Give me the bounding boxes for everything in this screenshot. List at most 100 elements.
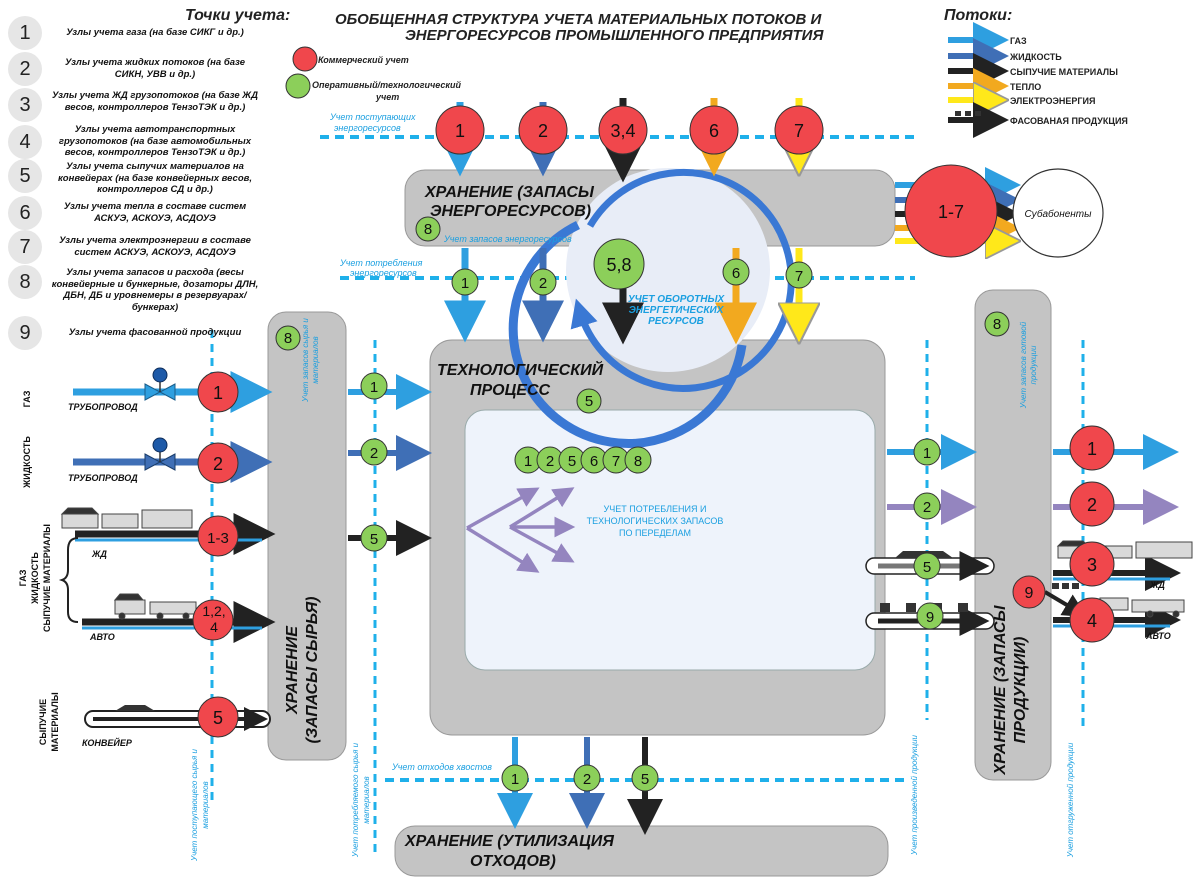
- point-5: 5 Узлы учета сыпучих материалов на конве…: [8, 159, 258, 199]
- input-mixed-label-2: ЖИДКОСТЬ: [30, 552, 40, 605]
- pipeline-liquid-label: ТРУБОПРОВОД: [68, 473, 138, 483]
- consumed-raw-label-1: Учет потребляемого сырья и: [351, 742, 360, 858]
- node-gw5: [631, 764, 659, 792]
- product-storage-box: [974, 289, 1052, 781]
- flow-label-gas: ГАЗ: [1010, 36, 1027, 46]
- label-gr5: 5: [370, 531, 378, 548]
- inner-label-3: ПО ПЕРЕДЕЛАМ: [619, 528, 691, 538]
- shipped-label: Учет отгруженной продукции: [1066, 742, 1075, 858]
- label-l124b: 4: [210, 619, 218, 635]
- label-gw5: 5: [641, 771, 649, 788]
- label-gr1: 1: [370, 379, 378, 396]
- node-gw1: [501, 764, 529, 792]
- legend-commercial-dot: [292, 46, 318, 72]
- conveyor-label: КОНВЕЙЕР: [82, 737, 133, 748]
- energy-stock-label: Учет запасов энергоресурсов: [443, 234, 572, 244]
- node-gw2: [573, 764, 601, 792]
- label-in-row-5: 8: [634, 453, 642, 470]
- point-2-text: Узлы учета жидких потоков (на базе СИКН,…: [65, 57, 245, 80]
- waste-storage-title-2: ОТХОДОВ): [470, 853, 556, 870]
- label-l5: 5: [213, 708, 223, 728]
- node-go5: [913, 552, 941, 580]
- label-g8e: 8: [424, 221, 432, 238]
- operational-nodes: [275, 73, 1010, 792]
- raw-stock-label-1: Учет запасов сырья и: [301, 318, 310, 403]
- flow-label-liquid: ЖИДКОСТЬ: [1009, 52, 1062, 62]
- energy-storage-title-2: ЭНЕРГОРЕСУРСОВ): [430, 203, 591, 220]
- output-rail-label: ЖД: [1149, 580, 1165, 590]
- truck-icon-left: [113, 593, 197, 620]
- node-l124: [192, 599, 234, 641]
- inner-process-box: [464, 409, 876, 671]
- point-3-number: 3: [8, 88, 42, 122]
- flow-label-packed: ФАСОВАНАЯ ПРОДУКЦИЯ: [1010, 116, 1128, 126]
- product-stock-label-2: продукции: [1029, 345, 1038, 384]
- commercial-nodes: [192, 46, 1115, 738]
- input-gas-label: ГАЗ: [22, 390, 32, 407]
- label-go9: 9: [926, 609, 934, 626]
- label-g2e: 2: [539, 275, 547, 292]
- subscribers-circle: [1012, 168, 1104, 258]
- node-g7e: [785, 261, 813, 289]
- label-ro2: 2: [1087, 495, 1097, 515]
- node-c2: [518, 105, 568, 155]
- working-capital-1: УЧЕТ ОБОРОТНЫХ: [628, 294, 726, 305]
- incoming-raw-label-2: материалов: [201, 781, 210, 828]
- points-header: Точки учета:: [185, 7, 290, 24]
- incoming-raw-label-1: Учет поступающего сырья и: [190, 748, 199, 862]
- label-g8raw: 8: [284, 330, 292, 347]
- label-ro9: 9: [1025, 585, 1034, 602]
- valve-liquid-icon: [144, 437, 176, 471]
- waste-storage-title-1: ХРАНЕНИЕ (УТИЛИЗАЦИЯ: [404, 833, 614, 850]
- point-7-text: Узлы учета электроэнергии в составе сист…: [59, 235, 251, 258]
- waste-label: Учет отходов хвостов: [391, 762, 492, 772]
- point-8: 8 Узлы учета запасов и расхода (весы кон…: [8, 265, 258, 313]
- train-icon-left: [60, 507, 193, 529]
- flows-header: Потоки:: [944, 7, 1012, 24]
- point-8-text: Узлы учета запасов и расхода (весы конве…: [51, 267, 259, 313]
- label-g5tp: 5: [585, 393, 593, 410]
- label-gw2: 2: [583, 771, 591, 788]
- label-ro3: 3: [1087, 555, 1097, 575]
- label-c34: 3,4: [610, 121, 635, 141]
- ring-inner: [570, 168, 795, 392]
- rail-label: ЖД: [91, 549, 107, 559]
- raw-stock-label-2: материалов: [311, 336, 320, 383]
- label-ro1: 1: [1087, 439, 1097, 459]
- point-4-number: 4: [8, 125, 42, 159]
- title-line-1: ОБОБЩЕННАЯ СТРУКТУРА УЧЕТА МАТЕРИАЛЬНЫХ …: [335, 11, 822, 28]
- label-g7e: 7: [795, 268, 803, 285]
- energy-incoming-label-1: Учет поступающих: [329, 112, 416, 122]
- label-g8prod: 8: [993, 316, 1001, 333]
- input-bulk-label-1: СЫПУЧИЕ: [38, 699, 48, 745]
- tech-process-title-2: ПРОЦЕСС: [470, 382, 551, 399]
- label-go5: 5: [923, 559, 931, 576]
- node-gr1: [360, 372, 388, 400]
- point-5-text: Узлы учета сыпучих материалов на конвейе…: [57, 161, 253, 195]
- title-line-2: ЭНЕРГОРЕСУРСОВ ПРОМЫШЛЕННОГО ПРЕДПРИЯТИЯ: [405, 27, 824, 44]
- node-l2: [197, 442, 239, 484]
- node-g1e: [451, 268, 479, 296]
- point-1: 1 Узлы учета газа (на базе СИКГ и др.): [8, 16, 258, 56]
- point-1-text: Узлы учета газа (на базе СИКГ и др.): [66, 27, 244, 38]
- node-l5: [197, 696, 239, 738]
- node-c1: [435, 105, 485, 155]
- working-capital-3: РЕСУРСОВ: [648, 316, 704, 327]
- flow-label-bulk: СЫПУЧИЕ МАТЕРИАЛЫ: [1010, 67, 1118, 77]
- working-capital-2: ЭНЕРГЕТИЧЕСКИХ: [629, 305, 725, 316]
- label-in-row-0: 1: [524, 453, 532, 470]
- pipeline-gas-label: ТРУБОПРОВОД: [68, 402, 138, 412]
- energy-incoming-label-2: энергоресурсов: [334, 123, 401, 133]
- node-ro9: [1012, 575, 1046, 609]
- node-g8prod: [984, 311, 1010, 337]
- consumed-raw-label-2: материалов: [362, 776, 371, 823]
- conveyor-icon-left: [84, 705, 271, 731]
- node-c58: [593, 238, 645, 290]
- label-g6e: 6: [732, 265, 740, 282]
- node-c7: [774, 105, 824, 155]
- point-3: 3 Узлы учета ЖД грузопотоков (на базе ЖД…: [8, 88, 258, 128]
- node-ro2: [1069, 481, 1115, 527]
- label-in-row-2: 5: [568, 453, 576, 470]
- point-4-text: Узлы учета автотранспортных грузопотоков…: [58, 124, 252, 158]
